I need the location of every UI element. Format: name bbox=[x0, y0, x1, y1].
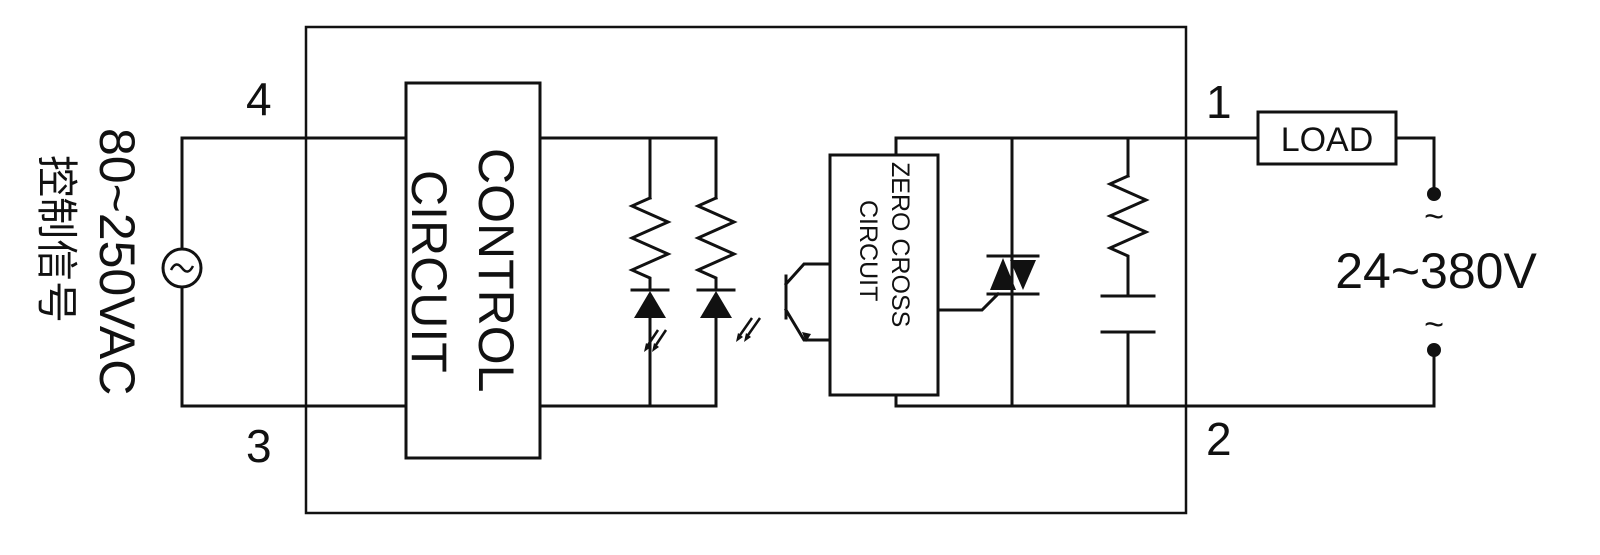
led-2-icon bbox=[696, 288, 762, 342]
resistor-1-icon bbox=[628, 196, 672, 292]
control-circuit-line1: CONTROL bbox=[468, 148, 524, 392]
control-circuit-line2: CIRCUIT bbox=[401, 170, 457, 373]
resistor-2-icon bbox=[694, 196, 738, 292]
snubber-capacitor-icon bbox=[1100, 294, 1156, 334]
ssr-housing bbox=[304, 25, 1188, 515]
output-tilde-bottom: ~ bbox=[1424, 306, 1444, 344]
pin-3-label: 3 bbox=[246, 420, 272, 472]
zero-cross-line2: CIRCUIT bbox=[854, 200, 882, 301]
pin-4-label: 4 bbox=[246, 73, 272, 125]
snubber-resistor-icon bbox=[1106, 174, 1150, 270]
output-voltage-label: 24~380V bbox=[1335, 243, 1537, 299]
input-wiring bbox=[180, 136, 408, 408]
control-output-wiring bbox=[538, 136, 718, 408]
zero-cross-line1: ZERO CROSS bbox=[886, 162, 914, 327]
pin-1-label: 1 bbox=[1206, 76, 1232, 128]
phototransistor-icon bbox=[783, 262, 832, 342]
output-terminal-top bbox=[1427, 187, 1441, 201]
load-block bbox=[1256, 110, 1398, 166]
input-signal-label: 控制信号 bbox=[32, 155, 81, 323]
ac-source-icon bbox=[161, 247, 203, 289]
output-terminal-bottom bbox=[1427, 343, 1441, 357]
zero-cross-circuit-block bbox=[828, 153, 940, 397]
control-circuit-block bbox=[404, 81, 542, 460]
input-voltage-label: 80~250VAC bbox=[89, 128, 145, 395]
led-1-icon bbox=[630, 288, 670, 352]
load-label: LOAD bbox=[1281, 121, 1374, 159]
output-tilde-top: ~ bbox=[1424, 198, 1444, 236]
pin-2-label: 2 bbox=[1206, 413, 1232, 465]
output-wiring bbox=[894, 136, 1436, 408]
triac-icon bbox=[986, 254, 1040, 296]
